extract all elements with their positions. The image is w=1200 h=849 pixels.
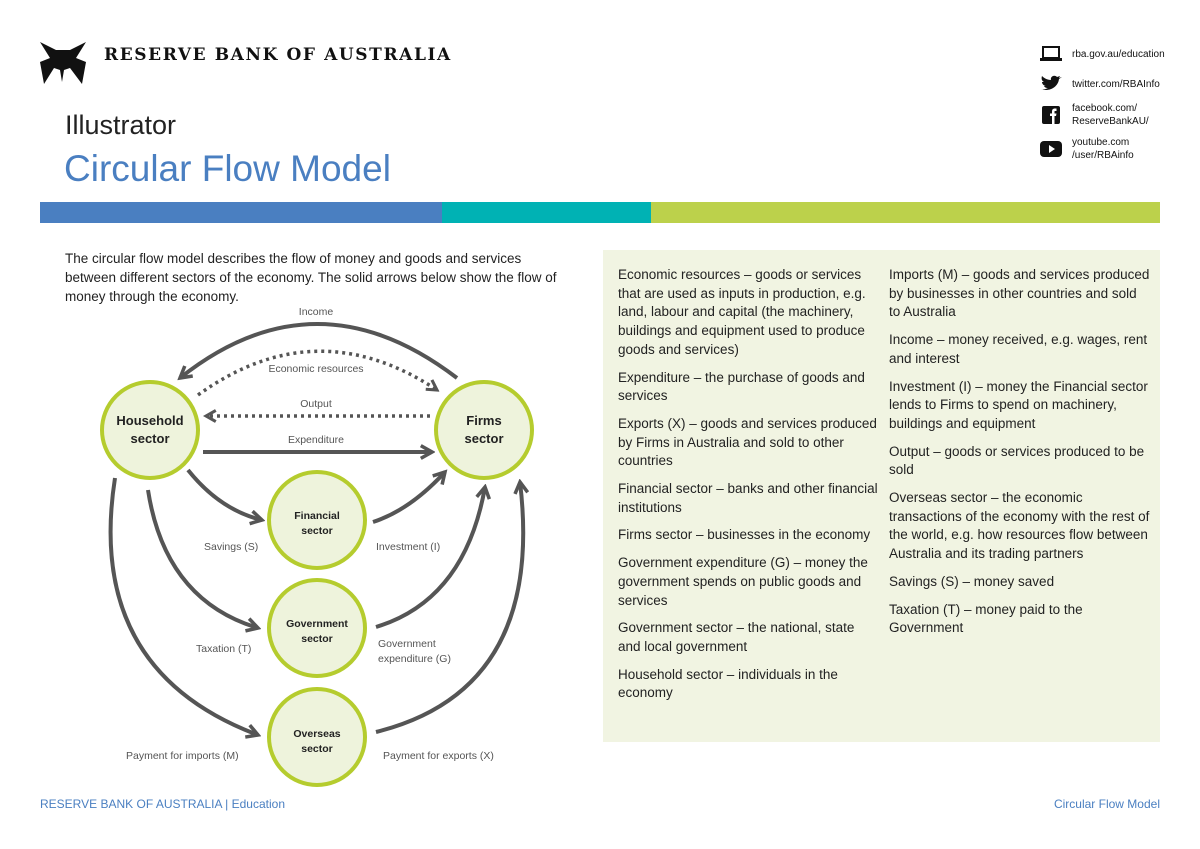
footer-right: Circular Flow Model — [1053, 797, 1160, 811]
income-label: Income — [299, 306, 334, 318]
color-bar-blue — [40, 202, 442, 223]
twitter-icon — [1040, 75, 1062, 93]
government-node — [267, 578, 367, 678]
government-expenditure-label: Government — [378, 638, 436, 650]
glossary-panel: Economic resources – goods or services t… — [603, 250, 1160, 742]
government-label: Government — [286, 618, 348, 630]
glossary-entry: Income – money received, e.g. wages, ren… — [889, 332, 1148, 366]
exports-arrow — [375, 482, 523, 734]
savings-arrow — [186, 468, 262, 520]
social-facebook[interactable]: facebook.com/ReserveBankAU/ — [1040, 102, 1149, 128]
social-link-text[interactable]: twitter.com/RBAInfo — [1072, 78, 1160, 90]
line: youtube.com — [1072, 137, 1130, 148]
government-label: sector — [301, 633, 333, 645]
overseas-node — [267, 687, 367, 787]
glossary-entry: Taxation (T) – money paid to the Governm… — [889, 601, 1083, 636]
glossary-entry: Investment (I) – money the Financial sec… — [889, 378, 1148, 431]
glossary-entry: Expenditure – the purchase of goods and … — [618, 369, 865, 404]
imports-arrow — [108, 477, 258, 735]
taxation-label: Taxation (T) — [196, 643, 251, 655]
social-youtube[interactable]: youtube.com/user/RBAinfo — [1040, 136, 1134, 162]
investment-arrow — [372, 472, 445, 524]
page-title: Circular Flow Model — [64, 148, 391, 189]
glossary-entry: Savings (S) – money saved — [889, 573, 1055, 589]
glossary-entry: Exports (X) – goods and services produce… — [618, 415, 877, 469]
investment-label: Investment (I) — [376, 541, 440, 553]
intro-text: The circular flow model describes the fl… — [65, 251, 557, 304]
social-twitter[interactable]: twitter.com/RBAInfo — [1040, 75, 1160, 93]
firms-label: sector — [464, 431, 503, 446]
income-arrow — [180, 322, 459, 378]
glossary-entry: Firms sector – businesses in the economy — [618, 527, 871, 543]
taxation-arrow — [146, 489, 258, 628]
overseas-label: sector — [301, 743, 333, 755]
line: ReserveBankAU/ — [1072, 116, 1149, 127]
household-node — [100, 380, 200, 480]
imports-label: Payment for imports (M) — [126, 750, 239, 762]
government-expenditure-label: expenditure (G) — [378, 653, 451, 665]
glossary-entry: Imports (M) – goods and services produce… — [889, 267, 1150, 320]
financial-label: Financial — [294, 510, 340, 522]
firms-label: Firms — [466, 413, 501, 428]
line: facebook.com/ — [1072, 103, 1138, 114]
glossary-column-2: Imports (M) – goods and services produce… — [889, 266, 1151, 647]
color-bar-teal — [442, 202, 651, 223]
line: /user/RBAinfo — [1072, 150, 1134, 161]
glossary-entry: Household sector – individuals in the ec… — [618, 666, 838, 701]
overseas-label: Overseas — [293, 728, 340, 740]
government-expenditure-arrow — [375, 487, 485, 629]
expenditure-label: Expenditure — [288, 434, 344, 446]
color-bar-green — [651, 202, 1160, 223]
glossary-entry: Output – goods or services produced to b… — [889, 443, 1145, 478]
footer-left: RESERVE BANK OF AUSTRALIA | Education — [40, 797, 285, 811]
household-label: Household — [116, 413, 183, 428]
glossary-entry: Overseas sector – the economic transacti… — [889, 490, 1150, 562]
output-label: Output — [300, 398, 332, 410]
savings-label: Savings (S) — [204, 541, 258, 553]
exports-label: Payment for exports (X) — [383, 750, 494, 762]
laptop-icon — [1040, 45, 1062, 63]
glossary-entry: Government expenditure (G) – money the g… — [618, 555, 868, 608]
rba-logo-icon — [40, 42, 86, 84]
circular-flow-diagram: Household sector Firms sector Financial … — [100, 306, 534, 787]
glossary-entry: Financial sector – banks and other finan… — [618, 481, 878, 515]
page-subtitle: Illustrator — [65, 110, 177, 140]
org-name: RESERVE BANK OF AUSTRALIA — [104, 45, 452, 65]
facebook-icon — [1040, 106, 1062, 124]
glossary-column-1: Economic resources – goods or services t… — [618, 266, 878, 712]
firms-node — [434, 380, 534, 480]
economic-resources-arrow — [196, 349, 437, 397]
youtube-icon — [1040, 140, 1062, 158]
social-link-text[interactable]: rba.gov.au/education — [1072, 48, 1165, 60]
household-label: sector — [130, 431, 169, 446]
financial-node — [267, 470, 367, 570]
social-link-text[interactable]: youtube.com/user/RBAinfo — [1072, 136, 1134, 162]
social-link-text[interactable]: facebook.com/ReserveBankAU/ — [1072, 102, 1149, 128]
economic-resources-label: Economic resources — [268, 363, 363, 375]
social-website[interactable]: rba.gov.au/education — [1040, 45, 1165, 63]
financial-label: sector — [301, 525, 333, 537]
glossary-entry: Government sector – the national, state … — [618, 620, 855, 654]
glossary-entry: Economic resources – goods or services t… — [618, 267, 866, 357]
